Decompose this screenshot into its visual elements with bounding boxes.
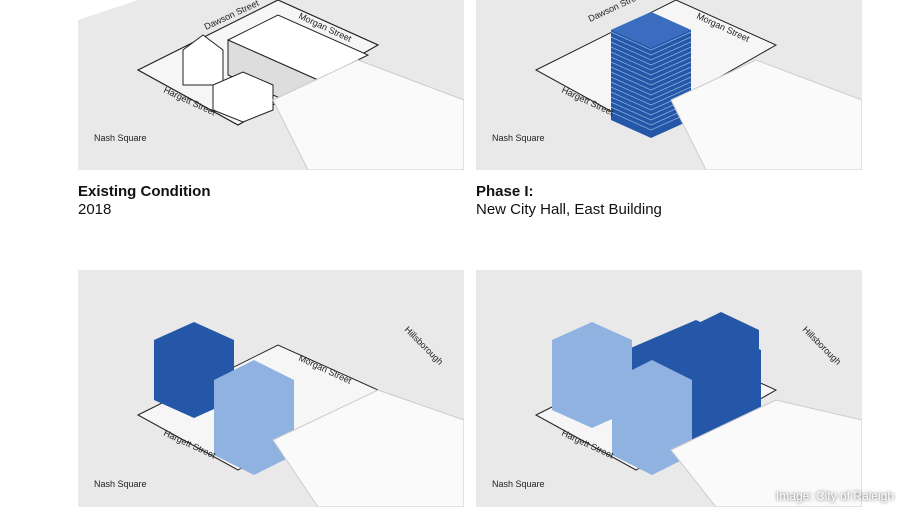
diagram-phase-2: Morgan Street Hillsborough Hargett Stree…: [78, 270, 464, 507]
diagram-phase-3: Hillsborough Hargett Street Nash Square: [476, 270, 862, 507]
street-label-hills: Hillsborough: [403, 324, 445, 366]
diagram-phase-1: Dawson Street Morgan Street Hargett Stre…: [476, 0, 862, 170]
floor-line: [610, 41, 692, 61]
floor-line: [610, 111, 692, 131]
floor-line: [610, 76, 692, 96]
caption-title: Phase I:: [476, 183, 534, 200]
floor-line: [610, 66, 692, 86]
diagram-existing-condition: Dawson Street Morgan Street Hargett Stre…: [78, 0, 464, 170]
floor-line: [610, 51, 692, 71]
place-label-nash: Nash Square: [492, 133, 545, 143]
street-label-hills: Hillsborough: [801, 324, 843, 366]
isometric-map: Hillsborough Hargett Street Nash Square: [492, 312, 862, 507]
place-label-nash: Nash Square: [492, 479, 545, 489]
caption-subtitle: New City Hall, East Building: [476, 201, 662, 218]
caption-title: Existing Condition: [78, 183, 211, 200]
caption-subtitle: 2018: [78, 201, 112, 218]
caption-existing: Existing Condition 2018: [78, 183, 211, 219]
caption-phase-1: Phase I: New City Hall, East Building: [476, 183, 662, 219]
isometric-map: Dawson Street Morgan Street Hargett Stre…: [492, 0, 862, 170]
floor-line: [610, 61, 692, 81]
place-label-nash: Nash Square: [94, 479, 147, 489]
floor-line: [610, 86, 692, 106]
floor-line: [610, 56, 692, 76]
place-label-nash: Nash Square: [94, 133, 147, 143]
floor-line: [610, 36, 692, 56]
floor-line: [610, 81, 692, 101]
floor-line: [610, 46, 692, 66]
isometric-map: Dawson Street Morgan Street Hargett Stre…: [78, 0, 464, 170]
isometric-map: Morgan Street Hillsborough Hargett Stree…: [94, 322, 464, 507]
floor-line: [610, 31, 692, 51]
floor-line: [610, 71, 692, 91]
image-credit: Image: City of Raleigh: [775, 489, 894, 503]
